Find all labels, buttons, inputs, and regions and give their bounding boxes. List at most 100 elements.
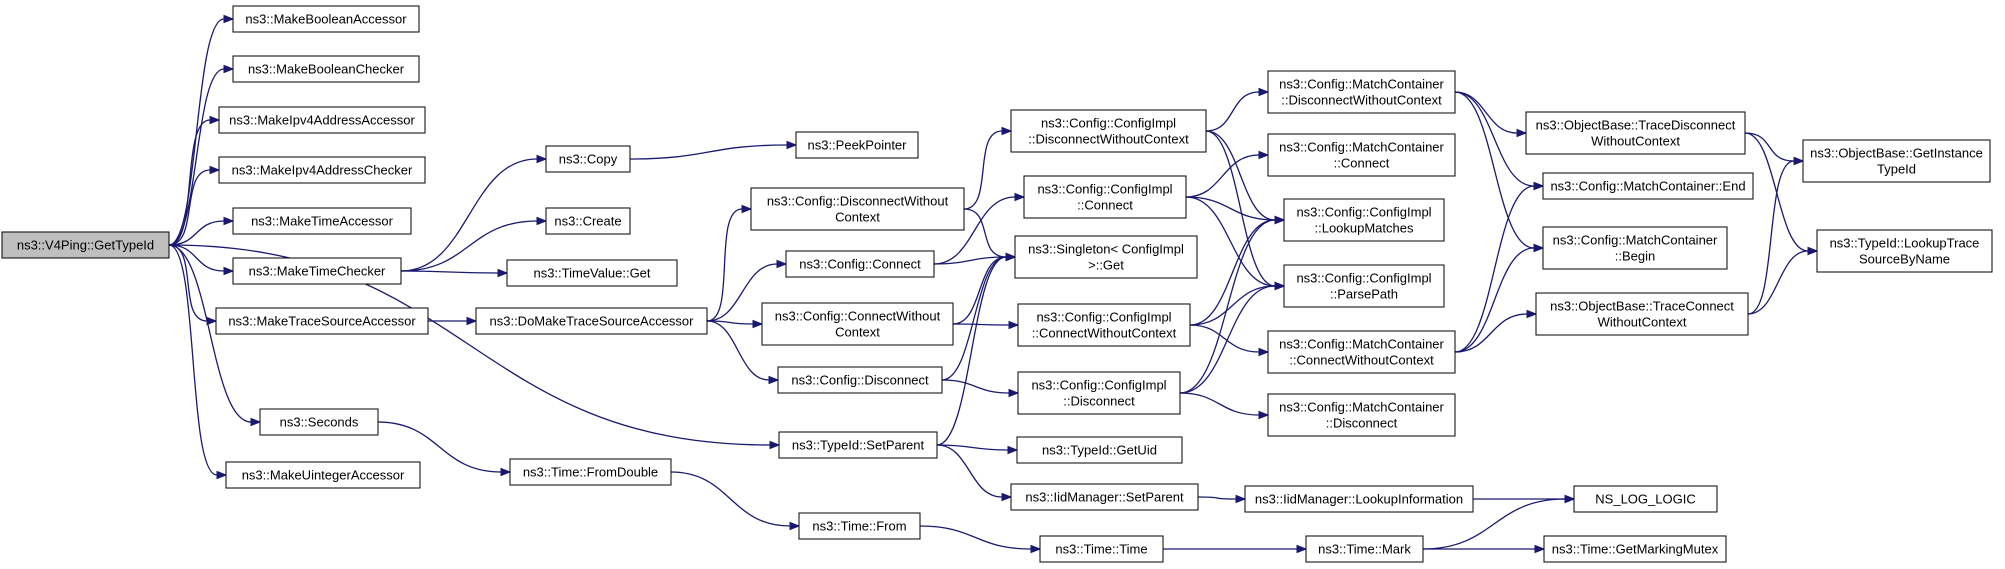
node-label: >::Get <box>1088 258 1124 273</box>
node-copy[interactable]: ns3::Copy <box>545 145 631 173</box>
node-configimpl-parsepath[interactable]: ns3::Config::ConfigImpl::ParsePath <box>1283 264 1445 308</box>
node-matchcontainer-disconnectwithoutcontext[interactable]: ns3::Config::MatchContainer::DisconnectW… <box>1267 70 1456 114</box>
node-label: ns3::Copy <box>559 152 618 167</box>
node-label: ns3::Config::MatchContainer <box>1279 337 1444 352</box>
node-time-from[interactable]: ns3::Time::From <box>798 512 921 540</box>
node-config-connectwithoutcontext[interactable]: ns3::Config::ConnectWithoutContext <box>761 302 954 346</box>
node-matchcontainer-begin[interactable]: ns3::Config::MatchContainer::Begin <box>1542 226 1728 270</box>
node-label: Context <box>835 210 880 225</box>
call-edges <box>168 14 1819 554</box>
node-config-disconnectwithoutcontext[interactable]: ns3::Config::DisconnectWithoutContext <box>750 187 965 231</box>
node-maketimechecker[interactable]: ns3::MakeTimeChecker <box>232 257 402 285</box>
node-config-disconnect[interactable]: ns3::Config::Disconnect <box>777 366 943 394</box>
edge-mcconnnoctx-to-obtraceconn <box>1454 309 1538 353</box>
node-iidmanager-lookupinformation[interactable]: ns3::IidManager::LookupInformation <box>1244 485 1474 513</box>
edge-implconnnoctx-to-mcconnnoctx <box>1189 324 1270 357</box>
node-label: WithoutContext <box>1591 134 1680 149</box>
edge-seconds-to-fromdouble <box>377 421 512 477</box>
node-label: ::ConnectWithoutContext <box>1032 326 1177 341</box>
node-config-connect[interactable]: ns3::Config::Connect <box>785 250 935 278</box>
node-matchcontainer-end[interactable]: ns3::Config::MatchContainer::End <box>1542 172 1754 200</box>
node-time-getmarkingmutex[interactable]: ns3::Time::GetMarkingMutex <box>1543 535 1727 563</box>
edge-cfgconnnoctx-to-singletonget <box>952 252 1017 325</box>
node-configimpl-connectwithoutcontext[interactable]: ns3::Config::ConfigImpl::ConnectWithoutC… <box>1017 303 1191 347</box>
node-label: ns3::Time::GetMarkingMutex <box>1552 542 1719 557</box>
call-nodes: ns3::V4Ping::GetTypeId ns3::MakeBooleanAc… <box>1 5 1993 563</box>
node-makebooleanaccessor[interactable]: ns3::MakeBooleanAccessor <box>232 5 420 33</box>
edge-setparent-to-getuid <box>936 444 1019 455</box>
node-label: ::ConnectWithoutContext <box>1289 353 1434 368</box>
node-makeipv4addressaccessor[interactable]: ns3::MakeIpv4AddressAccessor <box>218 106 426 134</box>
node-label: ns3::Config::ConfigImpl <box>1031 378 1166 393</box>
edge-setparent-to-singletonget <box>936 252 1017 446</box>
node-configimpl-disconnect[interactable]: ns3::Config::ConfigImpl::Disconnect <box>1017 371 1181 415</box>
node-label: TypeId <box>1877 162 1916 177</box>
node-objectbase-tracedisconnectwithoutcontext[interactable]: ns3::ObjectBase::TraceDisconnectWithoutC… <box>1525 111 1746 155</box>
edge-cfgdisconnect-to-singletonget <box>941 252 1017 381</box>
node-configimpl-disconnectwithoutcontext[interactable]: ns3::Config::ConfigImpl::DisconnectWitho… <box>1010 109 1207 153</box>
edge-implconnnoctx-to-lookupmatches <box>1189 215 1286 326</box>
edge-gettypeid-to-mktracesrc <box>168 244 218 326</box>
node-label: ns3::Time::Mark <box>1318 542 1411 557</box>
edge-fromdouble-to-timefrom <box>670 471 801 531</box>
node-create[interactable]: ns3::Create <box>545 207 631 235</box>
node-makeipv4addresschecker[interactable]: ns3::MakeIpv4AddressChecker <box>218 156 426 184</box>
edge-impldisconnect-to-parsepath <box>1179 281 1286 394</box>
node-label: ns3::Create <box>554 214 621 229</box>
node-domaketracesourceaccessor[interactable]: ns3::DoMakeTraceSourceAccessor <box>475 307 708 335</box>
edge-gettypeid-to-mkipv4chk <box>168 165 221 246</box>
node-typeid-setparent[interactable]: ns3::TypeId::SetParent <box>778 431 938 459</box>
node-objectbase-traceconnectwithoutcontext[interactable]: ns3::ObjectBase::TraceConnectWithoutCont… <box>1535 292 1749 336</box>
node-label: ::Connect <box>1077 198 1133 213</box>
edge-gettypeid-to-setparent <box>168 244 781 450</box>
node-label: ::ParsePath <box>1330 287 1398 302</box>
node-singleton-get[interactable]: ns3::Singleton< ConfigImpl>::Get <box>1014 235 1198 279</box>
node-label: ns3::V4Ping::GetTypeId <box>17 238 154 253</box>
node-matchcontainer-connectwithoutcontext[interactable]: ns3::Config::MatchContainer::ConnectWith… <box>1267 330 1456 374</box>
node-time-mark[interactable]: ns3::Time::Mark <box>1305 535 1424 563</box>
node-timevalue-get[interactable]: ns3::TimeValue::Get <box>506 259 678 287</box>
node-label: ns3::TimeValue::Get <box>533 266 650 281</box>
edge-domaketrace-to-cfgdisconnect <box>706 320 780 385</box>
node-label: ns3::Config::DisconnectWithout <box>767 194 949 209</box>
node-label: ::DisconnectWithoutContext <box>1281 93 1442 108</box>
node-label: ns3::MakeBooleanChecker <box>248 62 405 77</box>
edge-mktimechk-to-copy <box>400 154 548 272</box>
node-label: ns3::Config::MatchContainer <box>1553 233 1718 248</box>
node-makeuintegeraccessor[interactable]: ns3::MakeUintegerAccessor <box>225 461 421 489</box>
node-matchcontainer-connect[interactable]: ns3::Config::MatchContainer::Connect <box>1267 133 1456 177</box>
node-configimpl-connect[interactable]: ns3::Config::ConfigImpl::Connect <box>1023 175 1187 219</box>
node-label: ns3::Time::FromDouble <box>523 465 658 480</box>
node-label: ::Begin <box>1615 249 1655 264</box>
node-label: ns3::PeekPointer <box>807 138 907 153</box>
edge-domaketrace-to-cfgconnect <box>706 259 788 322</box>
node-peekpointer[interactable]: ns3::PeekPointer <box>795 131 919 159</box>
node-label: ns3::DoMakeTraceSourceAccessor <box>490 314 695 329</box>
node-maketracesourceaccessor[interactable]: ns3::MakeTraceSourceAccessor <box>215 307 429 335</box>
edge-domaketrace-to-cfgconnnoctx <box>706 319 764 329</box>
node-seconds[interactable]: ns3::Seconds <box>259 408 379 436</box>
node-makebooleanchecker[interactable]: ns3::MakeBooleanChecker <box>232 55 420 83</box>
node-label: ns3::Config::ConfigImpl <box>1296 271 1431 286</box>
node-matchcontainer-disconnect[interactable]: ns3::Config::MatchContainer::Disconnect <box>1267 393 1456 437</box>
node-iidmanager-setparent[interactable]: ns3::IidManager::SetParent <box>1010 483 1199 511</box>
node-label: ns3::Config::ConfigImpl <box>1037 182 1172 197</box>
node-maketimeaccessor[interactable]: ns3::MakeTimeAccessor <box>232 207 412 235</box>
node-ns-log-logic[interactable]: NS_LOG_LOGIC <box>1573 485 1718 513</box>
node-configimpl-lookupmatches[interactable]: ns3::Config::ConfigImpl::LookupMatches <box>1283 198 1445 242</box>
node-time-time[interactable]: ns3::Time::Time <box>1039 535 1164 563</box>
node-time-fromdouble[interactable]: ns3::Time::FromDouble <box>509 458 672 486</box>
node-label: ns3::MakeTraceSourceAccessor <box>228 314 416 329</box>
edge-gettypeid-to-mkipv4acc <box>168 115 221 246</box>
edge-gettypeid-to-mkboolacc <box>168 14 235 246</box>
edge-mktracesrc-to-domaketrace <box>428 316 478 326</box>
node-label: ns3::Config::MatchContainer <box>1279 77 1444 92</box>
edge-impldisconnect-to-lookupmatches <box>1179 215 1286 394</box>
node-typeid-getuid[interactable]: ns3::TypeId::GetUid <box>1016 436 1183 464</box>
edge-lookupinfo-to-nsloglogic <box>1473 494 1576 504</box>
edge-timetime-to-timemark <box>1163 544 1308 554</box>
node-v4ping-gettypeid[interactable]: ns3::V4Ping::GetTypeId <box>1 231 170 259</box>
node-label: ns3::Config::Disconnect <box>791 373 929 388</box>
